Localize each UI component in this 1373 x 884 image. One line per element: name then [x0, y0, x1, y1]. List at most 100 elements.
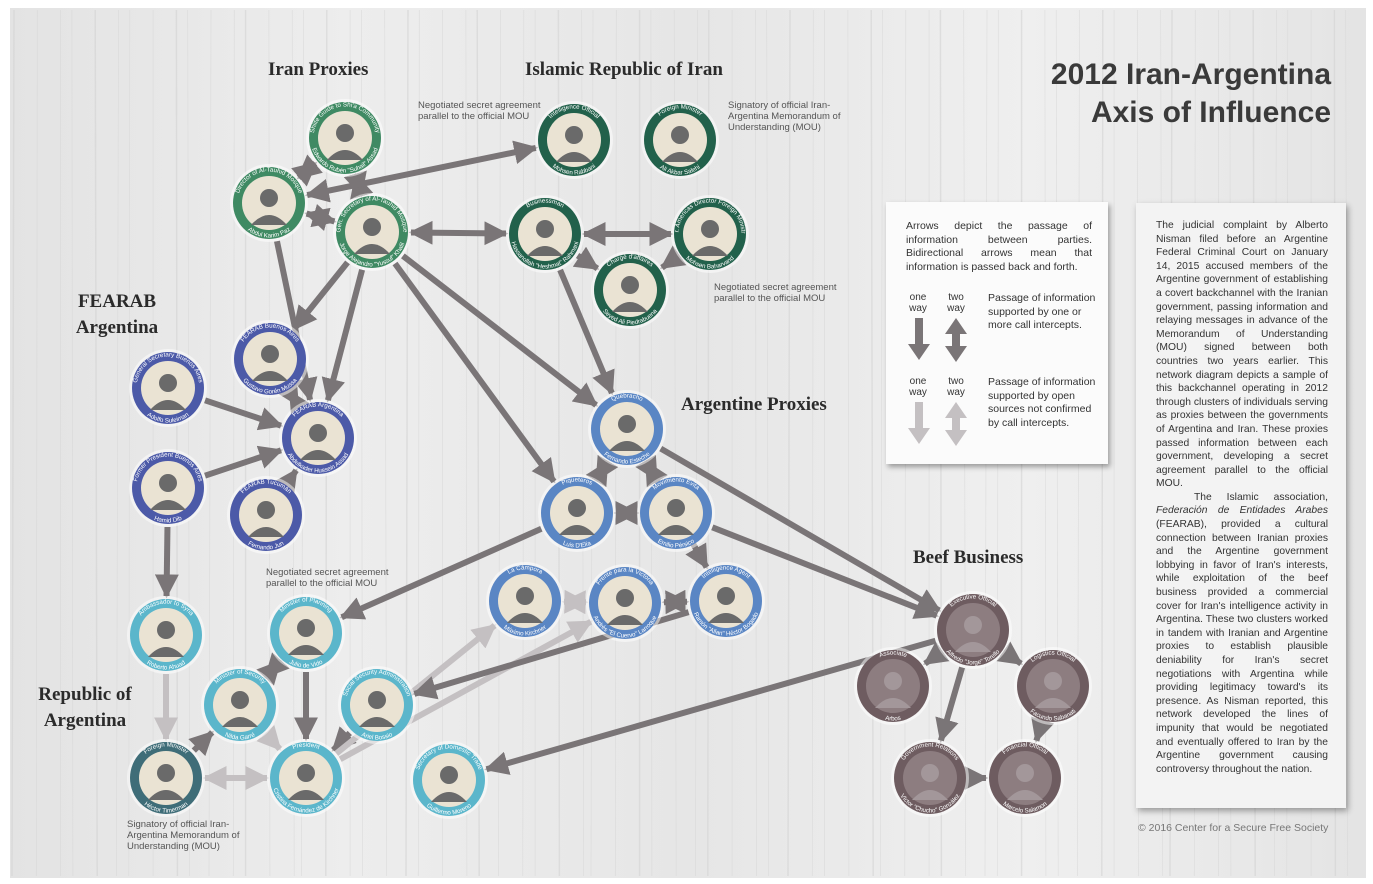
fearab-title-line-2: Argentina	[75, 317, 159, 338]
node-name: Luis D'Elía	[562, 540, 593, 550]
description-paragraph-2b: (FEARAB), provided a cultural connection…	[1156, 519, 1328, 775]
avatar-head	[309, 424, 327, 442]
legend-intro: Arrows depict the passage of information…	[906, 220, 1092, 273]
avatar-head	[884, 672, 902, 690]
legend-arrow-two-way-dark	[945, 318, 967, 362]
node-khalil[interactable]: Gen. Secretary of Al-Tauhid MosqueJorge …	[333, 193, 411, 271]
avatar-body	[150, 400, 186, 410]
edge-karim-rabbani	[304, 140, 539, 203]
avatar-head	[536, 220, 554, 238]
avatar-body	[431, 792, 467, 802]
avatar-body	[252, 371, 288, 381]
node-name: Fernando Jun	[247, 540, 286, 552]
avatar-head	[336, 124, 354, 142]
avatar-head	[1016, 764, 1034, 782]
avatar-body	[912, 790, 948, 800]
avatar-head	[159, 474, 177, 492]
note-line: Signatory of official Iran-	[127, 819, 230, 830]
avatar-head	[516, 587, 534, 605]
avatar-head	[363, 218, 381, 236]
avatar-body	[607, 615, 643, 625]
republic-title-line-2: Argentina	[43, 710, 127, 731]
avatar-body	[148, 647, 184, 657]
note-line: parallel to the official MOU	[418, 111, 530, 122]
edge-delia-devido	[339, 526, 543, 620]
note-line: parallel to the official MOU	[714, 293, 826, 304]
section-title-fearab: FEARAB Argentina	[72, 289, 162, 341]
note-signatory-arg: Signatory of official Iran- Argentina Me…	[127, 819, 239, 852]
edge-khalil-mussa	[292, 260, 350, 331]
edge-dib-assad	[204, 445, 284, 479]
avatar-body	[609, 441, 645, 451]
edge-khalil-delia	[392, 261, 557, 484]
node-name: Hamid Dib	[153, 515, 183, 525]
edge-khalil-esteche	[401, 253, 599, 408]
title-line-2: Axis of Influence	[1090, 96, 1331, 129]
section-title-islamic-republic: Islamic Republic of Iran	[525, 59, 723, 80]
avatar-body	[527, 246, 563, 256]
note-line: Negotiated secret agreement	[714, 282, 837, 293]
note-secret-agreement-top: Negotiated secret agreement parallel to …	[418, 100, 541, 122]
avatar-body	[875, 698, 911, 708]
avatar-head	[260, 189, 278, 207]
avatar-head	[701, 220, 719, 238]
title-line-1: 2012 Iran-Argentina	[1050, 58, 1331, 91]
avatar-body	[559, 525, 595, 535]
edge-karim-khalil	[304, 204, 337, 231]
description-panel: The judicial complaint by Alberto Nisman…	[1136, 203, 1346, 808]
avatar-body	[1035, 698, 1071, 708]
avatar-body	[288, 790, 324, 800]
description-paragraph-1: The judicial complaint by Alberto Nisman…	[1156, 220, 1328, 490]
avatar-body	[300, 450, 336, 460]
avatar-head	[618, 415, 636, 433]
avatar-head	[1044, 672, 1062, 690]
edge-mussa-assad	[276, 379, 312, 418]
note-line: Argentina Memorandum of	[728, 111, 841, 122]
avatar-body	[662, 152, 698, 162]
edge-garre-cfk	[256, 725, 283, 752]
avatar-head	[717, 587, 735, 605]
edge-exec-gonzalez	[935, 666, 965, 743]
avatar-head	[964, 616, 982, 634]
avatar-body	[955, 642, 991, 652]
section-title-beef-business: Beef Business	[913, 547, 1024, 568]
note-line: Signatory of official Iran-	[728, 100, 831, 111]
avatar-body	[248, 527, 284, 537]
avatar-head	[671, 126, 689, 144]
avatar-body	[148, 790, 184, 800]
avatar-head	[297, 619, 315, 637]
avatar-body	[327, 150, 363, 160]
note-line: Negotiated secret agreement	[266, 567, 389, 578]
avatar-body	[251, 215, 287, 225]
avatar-head	[621, 276, 639, 294]
